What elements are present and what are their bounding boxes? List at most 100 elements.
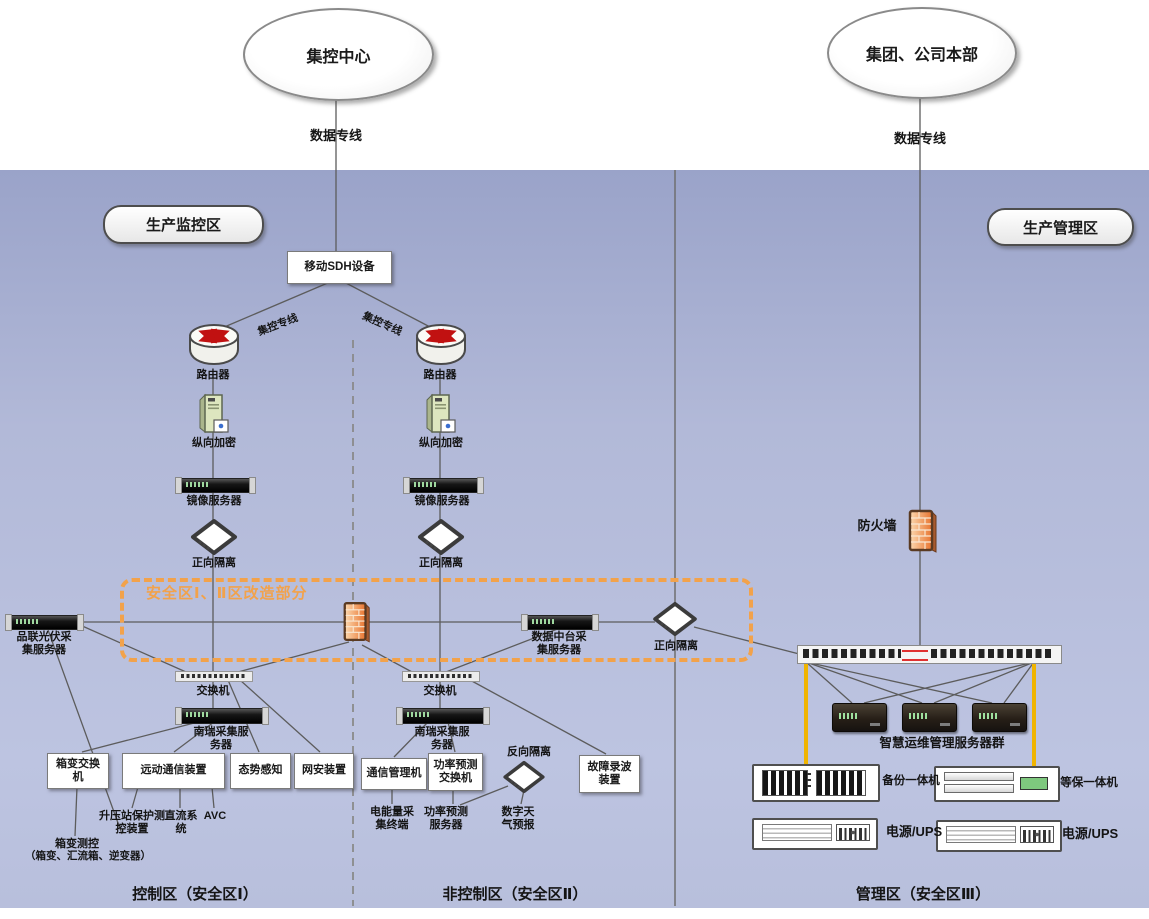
avc-label: AVC — [203, 810, 227, 822]
footer-management-zone: 管理区（安全区Ⅲ） — [855, 886, 991, 903]
router-label-left: 路由器 — [196, 369, 230, 381]
connector — [863, 661, 1035, 704]
transformer-ctrl-note: （箱变、汇流箱、逆变器） — [25, 850, 151, 862]
connector — [805, 661, 993, 704]
connector — [445, 627, 561, 673]
zone-pill-monitoring: 生产监控区 — [103, 205, 264, 244]
forward-isolation-label-right: 正向隔离 — [419, 557, 463, 569]
retrofit-area-label: 安全区Ⅰ、Ⅱ区改造部分 — [146, 585, 308, 602]
connector — [221, 281, 331, 329]
server-vent — [940, 723, 950, 726]
rack-led — [407, 712, 431, 717]
ups-label-left: 电源/UPS — [885, 824, 943, 839]
footer-noncontrol-zone: 非控制区（安全区Ⅱ） — [442, 886, 588, 903]
nari-server-icon — [396, 707, 490, 725]
drive-slot — [944, 772, 1014, 781]
drive-slot — [944, 784, 1014, 793]
encryptor-label-right: 纵向加密 — [419, 437, 463, 449]
net-security-box: 网安装置 — [294, 753, 354, 789]
router-icon — [414, 322, 468, 373]
rack-led — [532, 619, 556, 624]
forward-isolation-icon — [190, 518, 238, 561]
ops-server-icon — [902, 703, 957, 732]
switch-ports — [181, 674, 247, 678]
dedicated-line-label-right: 集控专线 — [352, 305, 412, 338]
power-forecast-switch-box: 功率预测 交换机 — [428, 753, 483, 791]
ups-icon — [936, 820, 1062, 852]
remote-comm-box: 远动通信装置 — [122, 753, 225, 789]
rack-led — [16, 619, 40, 624]
server-vent — [1010, 723, 1020, 726]
reverse-isolation-label: 反向隔离 — [507, 746, 551, 758]
core-switch-icon — [797, 645, 1062, 664]
backup-appliance-label: 备份一体机 — [882, 775, 940, 787]
footer-control-zone: 控制区（安全区Ⅰ） — [132, 886, 258, 903]
connector — [805, 661, 853, 704]
mirror-server-label-right: 镜像服务器 — [414, 495, 470, 507]
server-led — [979, 713, 997, 719]
connector — [173, 721, 215, 753]
data-hub-server-label: 数据中台采 集服务器 — [531, 631, 587, 657]
server-vent — [870, 723, 880, 726]
status-screen — [1020, 777, 1048, 790]
disk-slats — [816, 770, 866, 796]
switch-ports — [408, 674, 474, 678]
ups-vents — [762, 824, 832, 841]
transformer-switch-box: 箱变交换 机 — [47, 753, 109, 789]
server-led — [909, 713, 927, 719]
connector — [81, 721, 199, 753]
rack-led — [186, 482, 210, 487]
ups-panel — [836, 824, 870, 841]
nari-server-label-left: 南瑞采集服 务器 — [193, 726, 249, 752]
substation-protect-label: 升压站保护测 控装置 — [99, 810, 165, 836]
situation-awareness-box: 态势感知 — [230, 753, 291, 789]
switch-icon — [402, 671, 480, 682]
mirror-server-icon — [175, 477, 256, 494]
switch-label-left: 交换机 — [196, 685, 230, 697]
ups-vents — [946, 826, 1016, 843]
mirror-server-label-left: 镜像服务器 — [186, 495, 242, 507]
connector — [237, 641, 350, 673]
connector — [211, 786, 215, 809]
dengbao-appliance-icon — [934, 766, 1060, 802]
ups-panel — [1020, 826, 1054, 843]
reverse-isolation-icon — [501, 760, 547, 799]
rack-led — [186, 712, 210, 717]
connector — [1003, 661, 1035, 704]
pv-server-label: 品联光伏采 集服务器 — [16, 631, 72, 657]
hq-cloud: 集团、公司本部 — [827, 7, 1017, 99]
data-line-label-right: 数据专线 — [893, 131, 946, 146]
connector — [805, 661, 923, 704]
energy-terminal-label: 电能量采 集终端 — [370, 806, 414, 832]
switch-label-right: 交换机 — [423, 685, 457, 697]
connector — [74, 786, 78, 837]
rack-led — [414, 482, 438, 487]
disk-slats — [762, 770, 808, 796]
connector — [933, 661, 1035, 704]
switch-ports — [931, 649, 1053, 658]
connector — [469, 679, 607, 755]
ops-server-icon — [972, 703, 1027, 732]
server-led — [839, 713, 857, 719]
ops-cluster-label: 智慧运维管理服务器群 — [879, 736, 1005, 750]
control-center-cloud: 集控中心 — [243, 8, 434, 101]
nari-server-label-right: 南瑞采集服 务器 — [414, 726, 470, 752]
ups-label-right: 电源/UPS — [1061, 826, 1119, 841]
connector — [239, 679, 321, 753]
firewall-label: 防火墙 — [857, 518, 897, 533]
connector — [447, 721, 456, 753]
firewall-icon — [341, 600, 373, 649]
pv-server-icon — [5, 614, 84, 631]
forward-isolation-label-left: 正向隔离 — [192, 557, 236, 569]
power-forecast-server-label: 功率预测 服务器 — [424, 806, 468, 832]
switch-ports — [803, 649, 901, 658]
encryptor-icon — [423, 392, 457, 441]
data-hub-server-icon — [521, 614, 599, 631]
sdh-device-box: 移动SDH设备 — [287, 251, 392, 284]
connector — [393, 721, 429, 758]
encryptor-label-left: 纵向加密 — [192, 437, 236, 449]
transformer-ctrl-label: 箱变测控 — [55, 838, 99, 850]
dengbao-appliance-label: 等保一体机 — [1060, 777, 1118, 789]
